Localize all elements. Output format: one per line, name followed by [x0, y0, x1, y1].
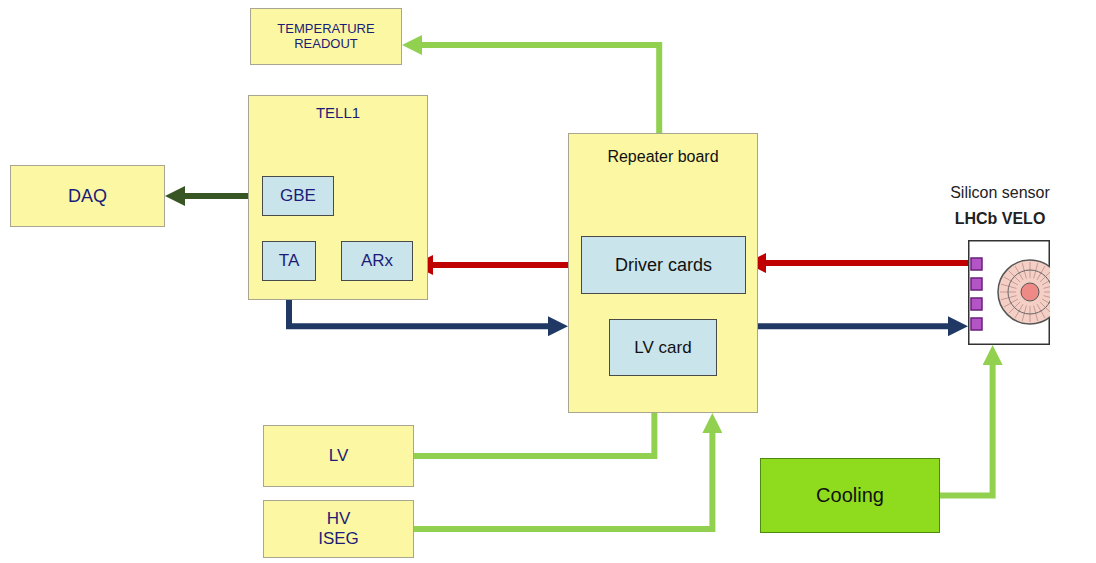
chip-pad — [971, 278, 982, 290]
box-label: Cooling — [816, 484, 884, 507]
sensor-title: Silicon sensor — [930, 184, 1070, 202]
box-label: ARx — [361, 251, 393, 271]
box-label: Driver cards — [615, 255, 712, 276]
sensor-box: Silicon sensorLHCb VELO — [968, 240, 1050, 345]
supply-box: HV ISEG — [263, 500, 414, 558]
daq-box: DAQ — [10, 165, 165, 227]
cooling-box: Cooling — [760, 458, 940, 533]
chip-pad — [971, 258, 982, 270]
signal-arrow — [423, 262, 581, 268]
card-box: Driver cards — [581, 236, 746, 294]
chip-pad — [971, 318, 982, 330]
box-heading: TELL1 — [249, 104, 427, 121]
signal-arrow — [756, 260, 968, 266]
board-box: TELL1GBE TA ARx — [248, 95, 428, 300]
detector-name: LHCb VELO — [930, 210, 1070, 228]
repeater-box: Repeater boardDriver cards LV card — [568, 133, 758, 413]
module-box: TA — [262, 241, 316, 281]
sensor-drawing — [968, 240, 1050, 345]
signal-arrow — [414, 423, 712, 529]
card-box: LV card — [609, 319, 717, 376]
module-box: GBE — [262, 176, 334, 216]
signal-arrow — [940, 355, 993, 496]
strip-line — [1044, 292, 1050, 293]
sensor-disc — [998, 260, 1050, 324]
module-box: ARx — [341, 241, 413, 281]
readout-box: TEMPERATURE READOUT — [250, 8, 402, 65]
box-label: LV card — [634, 338, 691, 358]
signal-arrow — [412, 45, 659, 133]
box-label: DAQ — [68, 186, 107, 207]
strip-line — [1044, 284, 1050, 288]
sensor-ring — [1008, 270, 1050, 314]
box-label: TEMPERATURE READOUT — [277, 22, 374, 52]
box-label: TA — [279, 251, 299, 271]
supply-box: LV — [263, 425, 414, 487]
sensor-frame — [969, 241, 1050, 345]
box-heading: Repeater board — [569, 148, 757, 166]
signal-arrow — [758, 323, 958, 329]
box-label: LV — [329, 446, 349, 466]
chip-pad — [971, 298, 982, 310]
strip-line — [1044, 296, 1050, 300]
box-label: HV ISEG — [318, 509, 359, 548]
box-label: GBE — [280, 186, 316, 206]
beam-hole — [1021, 283, 1039, 301]
